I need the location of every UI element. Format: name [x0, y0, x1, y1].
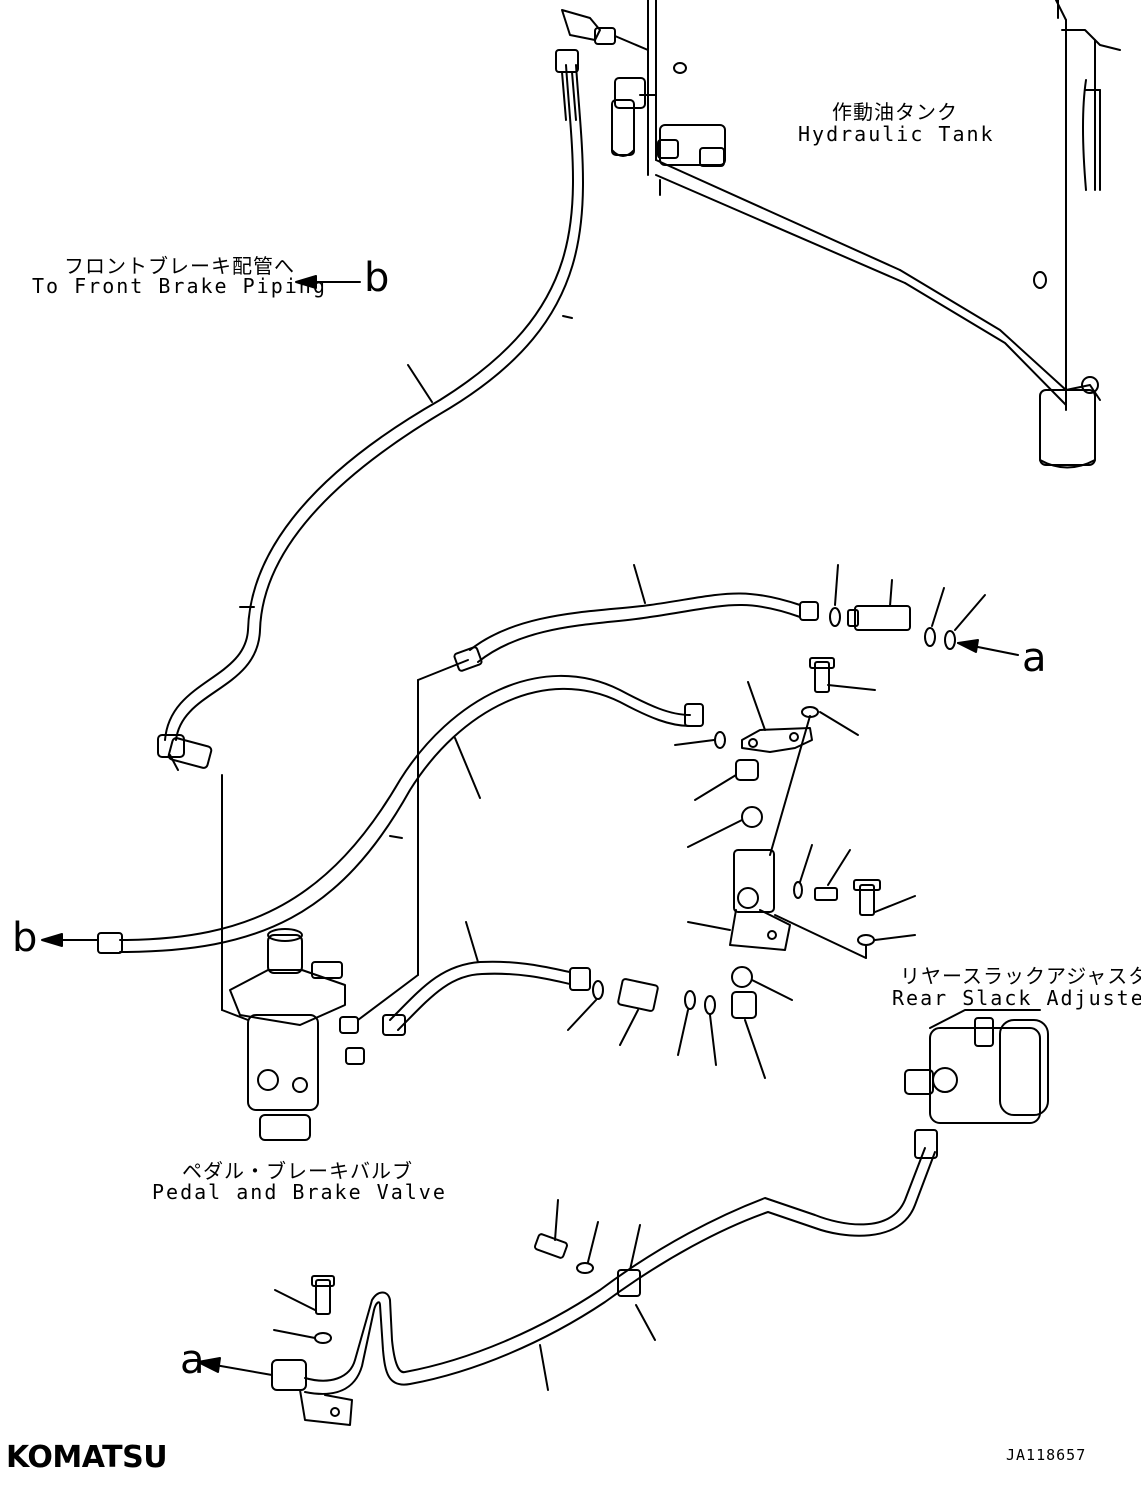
hose-to-front-brake	[158, 50, 583, 770]
ref-a-bottom: a	[180, 1337, 205, 1383]
front-brake-label-en: To Front Brake Piping	[32, 274, 327, 298]
hydraulic-tank-label-en: Hydraulic Tank	[798, 122, 995, 146]
rear-slack-label-en: Rear Slack Adjuster	[892, 986, 1141, 1010]
hydraulic-tank	[648, 0, 1120, 468]
pedal-brake-valve	[222, 775, 345, 1140]
rear-slack-label-ja: リヤースラックアジャスタ	[900, 964, 1141, 988]
rear-slack-adjuster	[905, 1010, 1048, 1123]
ref-b-left: b	[12, 915, 38, 961]
front-brake-arrow	[296, 276, 360, 288]
ref-b-top: b	[364, 255, 390, 301]
steel-pipe	[198, 1130, 937, 1425]
hose-lower	[383, 922, 765, 1078]
ref-a-right: a	[1022, 635, 1047, 681]
distribution-block	[675, 658, 915, 1000]
hydraulic-tank-label-ja: 作動油タンク	[832, 100, 958, 124]
hose-upper-right	[454, 565, 1018, 672]
pedal-valve-label-ja: ペダル・ブレーキバルブ	[182, 1159, 413, 1183]
hose-to-b-left	[42, 676, 703, 953]
komatsu-logo: KOMATSU	[6, 1440, 168, 1475]
pedal-valve-label-en: Pedal and Brake Valve	[152, 1180, 447, 1204]
front-brake-label-ja: フロントブレーキ配管へ	[64, 254, 295, 278]
tank-fittings	[562, 10, 725, 166]
drawing-code: JA118657	[1006, 1446, 1087, 1464]
valve-fittings	[168, 660, 468, 1064]
